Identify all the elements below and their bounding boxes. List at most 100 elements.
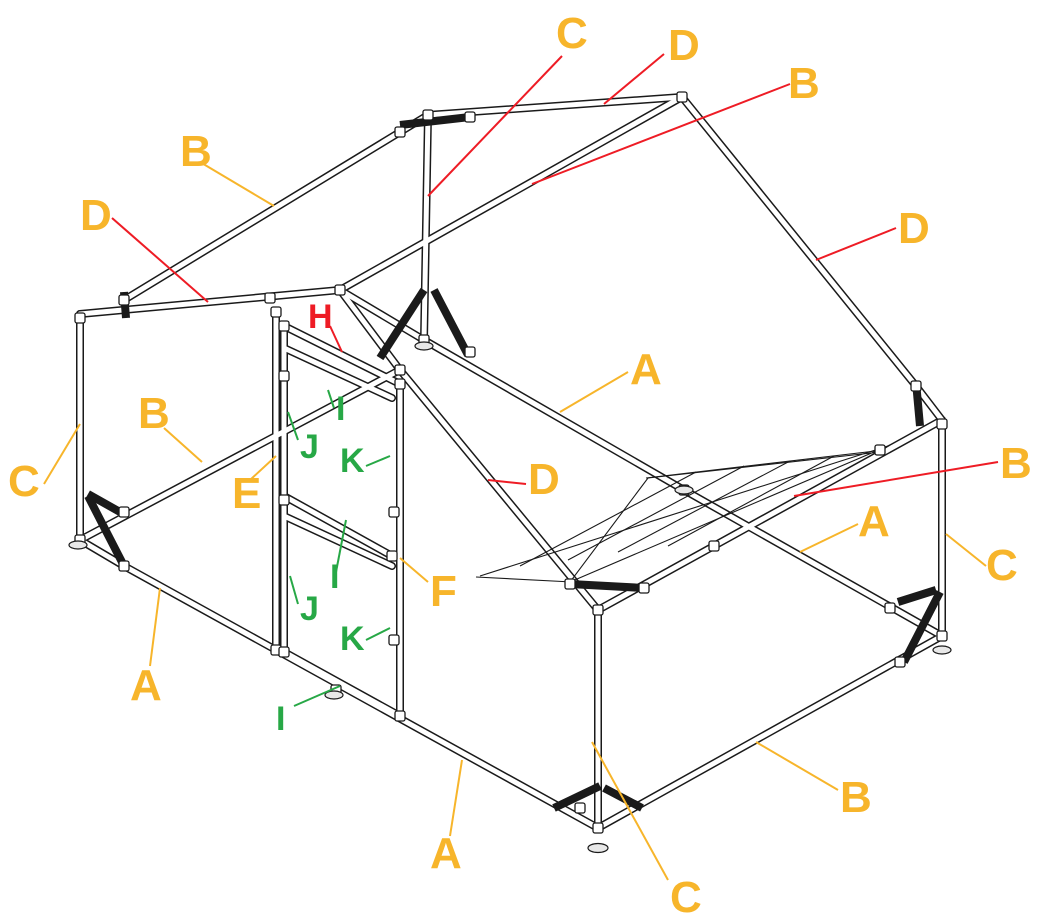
frame-tube <box>595 633 945 831</box>
label-f: F <box>430 567 457 616</box>
connector-fitting <box>264 292 276 304</box>
label-d-right: D <box>898 204 930 253</box>
connector-fitting <box>334 284 346 296</box>
frame-tube <box>397 367 601 613</box>
connector-fitting <box>936 418 948 430</box>
label-a-mid: A <box>630 345 662 394</box>
connector-fitting <box>676 91 688 103</box>
label-b-bottom: B <box>840 773 872 822</box>
leader-line <box>365 627 391 641</box>
frame-connectors <box>74 91 948 834</box>
connector-fitting <box>394 378 406 390</box>
leader-line <box>289 575 299 605</box>
connector-fitting <box>422 109 434 121</box>
label-i-upper: I <box>336 390 345 428</box>
connector-fitting <box>388 506 400 518</box>
frame-tube <box>281 513 395 569</box>
leader-line <box>531 83 791 185</box>
leader-line <box>559 371 629 413</box>
connector-fitting <box>574 802 586 814</box>
connector-fitting <box>278 646 290 658</box>
connector-fitting <box>278 320 290 332</box>
frame-tube <box>421 112 431 343</box>
frame-tube <box>681 487 945 639</box>
frame-tube <box>281 323 403 387</box>
leader-line <box>755 741 839 791</box>
label-d-left: D <box>80 191 112 240</box>
leader-line <box>799 523 859 553</box>
leader-line <box>249 455 277 481</box>
frame-tube <box>421 337 687 493</box>
label-b-top-left: B <box>180 127 212 176</box>
label-c-right: C <box>986 541 1018 590</box>
connector-fitting <box>936 630 948 642</box>
leader-line <box>111 217 209 303</box>
connector-fitting <box>118 506 130 518</box>
connector-fitting <box>884 602 896 614</box>
leader-line <box>815 227 897 261</box>
label-h: H <box>308 298 333 336</box>
connector-fitting <box>394 710 406 722</box>
label-c-top: C <box>556 9 588 58</box>
frame-tube <box>679 94 919 389</box>
connector-fitting <box>910 380 922 392</box>
label-j-lower: J <box>300 590 319 628</box>
label-b-top-right: B <box>788 59 820 108</box>
leader-line <box>335 519 347 573</box>
connector-fitting <box>464 346 476 358</box>
label-j-upper: J <box>300 428 319 466</box>
leader-line <box>365 455 391 467</box>
leader-line <box>603 53 665 105</box>
label-i-mid: I <box>330 558 339 596</box>
label-a-bottom: A <box>430 829 462 878</box>
label-d-center: D <box>528 455 560 504</box>
leader-line <box>793 461 999 497</box>
connector-fitting <box>592 822 604 834</box>
leader-line <box>449 759 463 837</box>
leader-line <box>293 685 341 707</box>
connector-fitting <box>118 560 130 572</box>
frame-tube <box>281 493 395 559</box>
leader-line <box>399 557 429 583</box>
leader-line <box>945 533 987 567</box>
label-c-bottom: C <box>670 873 702 918</box>
base-feet <box>68 341 952 854</box>
leader-line <box>329 325 343 353</box>
frame-tube <box>337 287 403 373</box>
frame-tube <box>281 649 403 719</box>
frame-tube <box>121 112 431 303</box>
connector-fitting <box>278 370 290 382</box>
leader-line <box>327 389 335 409</box>
connector-fitting <box>464 111 476 123</box>
leader-line <box>427 55 563 197</box>
connector-fitting <box>874 444 886 456</box>
connector-fitting <box>394 126 406 138</box>
label-k-upper: K <box>340 442 365 480</box>
leader-line <box>487 479 527 485</box>
connector-fitting <box>278 494 290 506</box>
connector-fitting <box>564 578 576 590</box>
leader-line <box>287 411 299 441</box>
frame-tube <box>595 417 945 613</box>
connector-fitting <box>894 656 906 668</box>
connector-fitting <box>74 312 86 324</box>
label-a-left: A <box>130 661 162 710</box>
label-i-lower: I <box>276 700 285 738</box>
connector-fitting <box>118 294 130 306</box>
label-b-right: B <box>1000 439 1032 488</box>
connector-fitting <box>270 306 282 318</box>
frame-tube <box>337 287 427 343</box>
connector-fitting <box>708 540 720 552</box>
connector-fitting <box>394 364 406 376</box>
connector-fitting <box>386 550 398 562</box>
label-c-left: C <box>8 457 40 506</box>
leader-line <box>149 587 161 667</box>
tent-frame <box>76 93 946 832</box>
part-labels: C D B B D D H A I B J K C E D B A C I F … <box>8 9 1032 918</box>
leader-line <box>163 427 203 463</box>
label-b-left: B <box>138 389 170 438</box>
frame-tube <box>281 345 395 401</box>
label-a-right: A <box>858 497 890 546</box>
frame-tube <box>77 369 399 543</box>
